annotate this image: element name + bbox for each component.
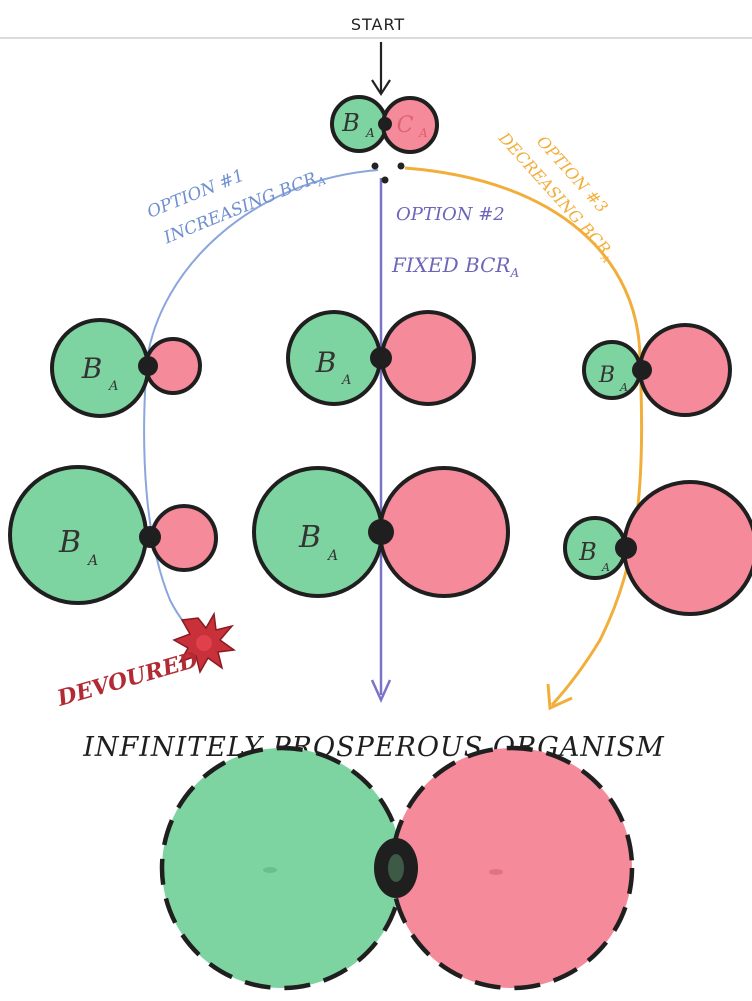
b-sub: A bbox=[341, 373, 351, 388]
start-b-letter: B bbox=[341, 109, 360, 137]
b-letter: B bbox=[578, 538, 597, 566]
start-organism: B A C A bbox=[330, 95, 439, 154]
devoured-label: DEVOURED bbox=[54, 647, 202, 712]
b-sub: A bbox=[108, 379, 118, 394]
option-2-label: OPTION #2 FIXED BCRA bbox=[391, 204, 519, 280]
option-2-title: OPTION #2 bbox=[396, 204, 505, 225]
b-sub: A bbox=[619, 381, 628, 394]
cell-c bbox=[622, 480, 752, 616]
option-2-stage-2-organism: B A bbox=[252, 466, 510, 598]
b-letter: B bbox=[58, 525, 81, 560]
b-letter: B bbox=[81, 352, 103, 385]
start-c-sub: A bbox=[418, 126, 428, 140]
option-3-arrowhead bbox=[546, 683, 573, 711]
b-letter: B bbox=[598, 363, 615, 388]
cell-c bbox=[150, 504, 218, 572]
option-2-stage-1-organism: B A bbox=[286, 310, 476, 406]
start-label: START bbox=[351, 15, 405, 34]
final-cell-b bbox=[159, 745, 405, 991]
devoured-label-group: DEVOURED bbox=[54, 647, 202, 712]
option-1-path bbox=[143, 169, 379, 639]
result-title: INFINITELY PROSPEROUS ORGANISM bbox=[82, 732, 665, 763]
option-3-stage-2-organism: B A bbox=[563, 480, 752, 616]
b-letter: B bbox=[315, 346, 337, 379]
cell-c bbox=[380, 310, 476, 406]
cell-c bbox=[378, 466, 510, 598]
b-sub: A bbox=[86, 553, 98, 569]
devoured-splat bbox=[172, 611, 236, 674]
option-1-stage-2-organism: B A bbox=[8, 465, 218, 605]
option-2-arrowhead bbox=[370, 679, 392, 704]
cell-c bbox=[638, 323, 732, 417]
b-sub: A bbox=[326, 548, 338, 564]
final-cell-c bbox=[389, 745, 635, 991]
b-sub: A bbox=[601, 561, 610, 574]
start-b-sub: A bbox=[365, 126, 375, 140]
start-c-letter: C bbox=[397, 113, 414, 138]
option-3-label: OPTION #3 DECREASING BCRA bbox=[494, 128, 614, 266]
option-3-stage-1-organism: B A bbox=[582, 323, 732, 417]
b-letter: B bbox=[298, 520, 321, 555]
option-2-desc: FIXED BCRA bbox=[391, 253, 519, 280]
infinite-organism bbox=[159, 745, 635, 991]
start-branch-dots bbox=[371, 162, 405, 184]
start-arrow bbox=[371, 42, 391, 97]
option-1-stage-1-organism: B A bbox=[50, 318, 202, 418]
option-1-label: OPTION #1 INCREASING BCRA bbox=[144, 166, 328, 249]
option-3-path bbox=[404, 166, 644, 707]
